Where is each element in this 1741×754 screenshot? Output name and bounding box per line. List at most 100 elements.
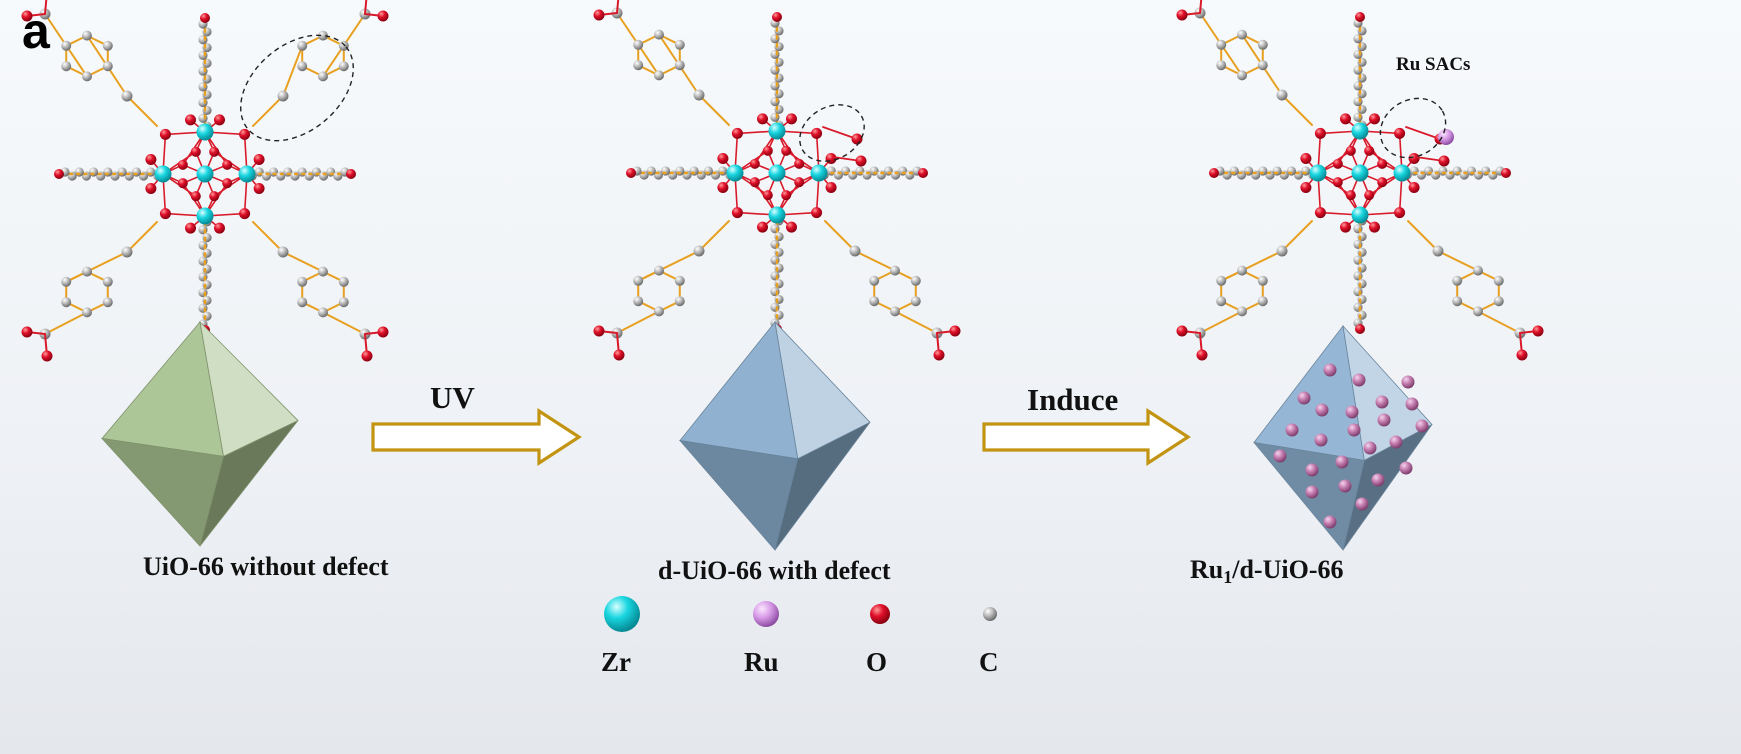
oxygen-atom (626, 168, 636, 178)
octahedron-ru1-d-uio66 (1253, 324, 1433, 551)
carbon-atom (202, 295, 212, 306)
oxygen-atom (855, 155, 867, 167)
oxygen-atom (1300, 181, 1312, 193)
carbon-atom (633, 39, 644, 50)
oxygen-atom (222, 178, 233, 189)
carbon-atom (202, 311, 212, 321)
oxygen-atom (613, 349, 625, 361)
oxygen-atom (1340, 113, 1352, 125)
legend-ball-zr (604, 596, 640, 632)
oxygen-atom (185, 222, 197, 234)
carbon-atom (198, 113, 208, 123)
carbon-atom (1237, 29, 1247, 40)
carbon-atom (774, 41, 784, 52)
defect-highlight-ellipse (799, 104, 865, 162)
oxygen-atom (1209, 168, 1219, 178)
oxygen-atom (190, 191, 201, 202)
carbon-atom (770, 34, 780, 44)
carbon-atom (198, 50, 208, 61)
oxygen-atom (253, 154, 265, 166)
carbon-atom (202, 90, 212, 100)
ru-single-atom (1273, 449, 1287, 463)
carbon-atom (102, 40, 113, 51)
carbon-atom (1257, 275, 1268, 286)
carbon-atom (102, 297, 113, 308)
carbon-atom (198, 82, 208, 92)
carbon-atom (1432, 245, 1444, 257)
oxygen-atom (1532, 325, 1544, 337)
zirconium-atom (238, 165, 256, 183)
legend-label-ru: Ru (744, 647, 779, 677)
legend-label-o: O (866, 647, 888, 677)
carbon-atom (1452, 296, 1463, 307)
carbon-atom (770, 239, 780, 250)
oxygen-atom (757, 113, 769, 125)
carbon-atom (1353, 34, 1363, 44)
carbon-atom (774, 57, 784, 67)
oxygen-atom (177, 159, 188, 170)
ru1-d-uio66-structure (1176, 0, 1544, 361)
oxygen-atom (949, 325, 961, 337)
carbon-atom (297, 297, 308, 308)
panel-label: a (22, 3, 50, 59)
carbon-atom (202, 248, 212, 258)
oxygen-atom (222, 159, 233, 170)
carbon-atom (910, 275, 921, 286)
oxygen-atom (21, 326, 33, 338)
oxygen-atom (1340, 221, 1352, 233)
zirconium-atom (768, 164, 786, 182)
carbon-atom (1237, 70, 1247, 81)
carbon-atom (121, 90, 133, 102)
ru-single-atom (1352, 373, 1366, 387)
oxygen-atom (1368, 113, 1380, 125)
oxygen-atom (1516, 349, 1528, 361)
carbon-atom (774, 310, 784, 320)
carbon-atom (1493, 275, 1504, 286)
ru-single-atom (1338, 479, 1352, 493)
carbon-atom (198, 97, 208, 108)
oxygen-atom (1377, 158, 1388, 169)
carbon-atom (198, 256, 208, 266)
carbon-atom (198, 303, 208, 313)
carbon-atom (202, 74, 212, 84)
carbon-atom (869, 296, 880, 307)
carbon-atom (1257, 39, 1268, 50)
ru-single-atom (1285, 423, 1299, 437)
oxygen-atom (757, 221, 769, 233)
carbon-atom (297, 61, 308, 72)
oxygen-atom (185, 114, 197, 126)
zirconium-atom (1351, 122, 1369, 140)
carbon-atom (654, 29, 664, 40)
carbon-atom (1357, 279, 1367, 289)
octahedron-d-uio66 (678, 320, 871, 551)
ru-single-atom (1347, 423, 1361, 437)
oxygen-atom (717, 181, 729, 193)
carbon-atom (277, 90, 289, 102)
carbon-atom (869, 275, 880, 286)
oxygen-atom (190, 146, 201, 157)
oxygen-atom (209, 191, 220, 202)
carbon-atom (121, 246, 133, 258)
oxygen-atom (1355, 324, 1365, 334)
carbon-atom (1353, 286, 1363, 297)
oxygen-atom (781, 145, 792, 156)
carbon-atom (202, 280, 212, 290)
zirconium-atom (196, 207, 214, 225)
oxygen-atom (377, 326, 389, 338)
oxygen-atom (54, 169, 64, 179)
carbon-atom (1257, 60, 1268, 71)
zirconium-atom (196, 165, 214, 183)
oxygen-atom (1408, 181, 1420, 193)
oxygen-atom (1176, 325, 1188, 337)
legend-ball-ru (753, 601, 779, 627)
oxygen-atom (21, 10, 33, 22)
carbon-atom (654, 70, 664, 81)
carbon-atom (910, 296, 921, 307)
zirconium-atom (1351, 206, 1369, 224)
carbon-atom (102, 61, 113, 72)
oxygen-atom (1345, 190, 1356, 201)
ru-single-atom (1375, 395, 1389, 409)
oxygen-atom (209, 146, 220, 157)
carbon-atom (770, 112, 780, 122)
